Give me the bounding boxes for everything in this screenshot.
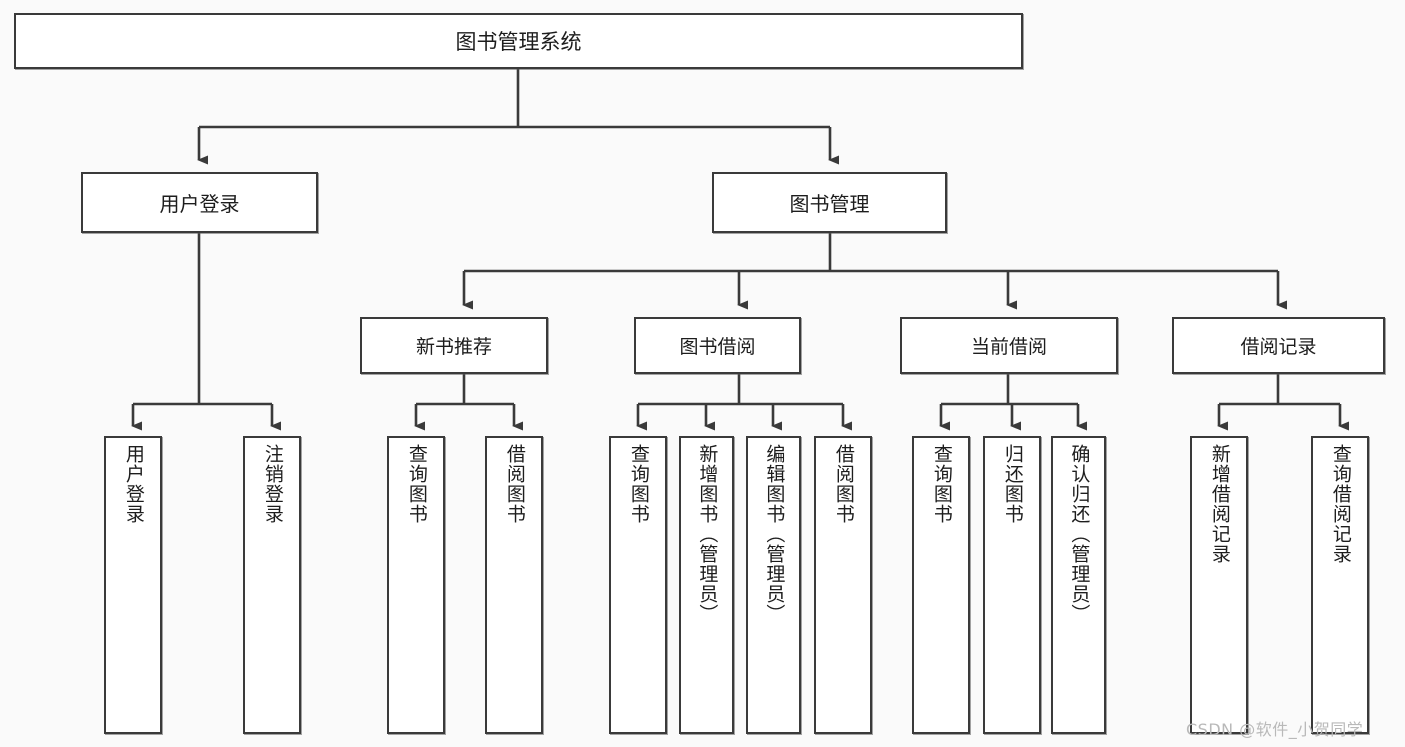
node-leaf-add-borrow-record[interactable]: 新增借阅记录 <box>1190 436 1248 734</box>
node-leaf-query-borrow-record-label: 查询借阅记录 <box>1329 444 1352 564</box>
node-book-manage-label: 图书管理 <box>789 192 870 216</box>
node-leaf-add-borrow-record-label: 新增借阅记录 <box>1208 444 1231 564</box>
node-root[interactable]: 图书管理系统 <box>14 13 1023 69</box>
node-borrow-record[interactable]: 借阅记录 <box>1172 317 1385 374</box>
csdn-watermark: CSDN @软件_小贺同学 <box>1186 720 1364 739</box>
node-leaf-logout-login-label: 注销登录 <box>261 444 284 524</box>
node-leaf-logout-login[interactable]: 注销登录 <box>243 436 301 734</box>
node-leaf-confirm-return-admin-label: 确认归还（管理员） <box>1068 444 1091 624</box>
node-new-book-recommend[interactable]: 新书推荐 <box>360 317 548 374</box>
node-current-borrow[interactable]: 当前借阅 <box>900 317 1118 374</box>
node-leaf-add-book-admin-label: 新增图书（管理员） <box>696 444 719 624</box>
node-leaf-edit-book-admin-label: 编辑图书（管理员） <box>763 444 786 624</box>
node-book-borrow-label: 图书借阅 <box>679 336 756 358</box>
node-leaf-query-book-2-label: 查询图书 <box>627 444 650 524</box>
node-leaf-query-book-3[interactable]: 查询图书 <box>912 436 970 734</box>
node-leaf-borrow-book-1-label: 借阅图书 <box>503 444 526 524</box>
node-borrow-record-label: 借阅记录 <box>1240 336 1317 358</box>
node-leaf-add-book-admin[interactable]: 新增图书（管理员） <box>679 436 734 734</box>
node-current-borrow-label: 当前借阅 <box>970 336 1047 358</box>
node-leaf-return-book[interactable]: 归还图书 <box>983 436 1041 734</box>
node-leaf-borrow-book-2-label: 借阅图书 <box>832 444 855 524</box>
node-leaf-query-book-2[interactable]: 查询图书 <box>609 436 667 734</box>
node-leaf-query-book-1-label: 查询图书 <box>405 444 428 524</box>
node-user-login-label: 用户登录 <box>159 192 240 216</box>
node-leaf-return-book-label: 归还图书 <box>1001 444 1024 524</box>
node-root-label: 图书管理系统 <box>455 30 582 54</box>
node-new-book-recommend-label: 新书推荐 <box>415 336 492 358</box>
node-leaf-edit-book-admin[interactable]: 编辑图书（管理员） <box>746 436 801 734</box>
node-leaf-user-login-label: 用户登录 <box>122 444 145 524</box>
node-leaf-user-login[interactable]: 用户登录 <box>104 436 162 734</box>
node-leaf-borrow-book-2[interactable]: 借阅图书 <box>814 436 872 734</box>
node-leaf-borrow-book-1[interactable]: 借阅图书 <box>485 436 543 734</box>
node-leaf-query-book-3-label: 查询图书 <box>930 444 953 524</box>
node-leaf-confirm-return-admin[interactable]: 确认归还（管理员） <box>1051 436 1106 734</box>
node-leaf-query-book-1[interactable]: 查询图书 <box>387 436 445 734</box>
node-book-borrow[interactable]: 图书借阅 <box>634 317 801 374</box>
node-user-login[interactable]: 用户登录 <box>81 172 318 233</box>
node-leaf-query-borrow-record[interactable]: 查询借阅记录 <box>1311 436 1369 734</box>
node-book-manage[interactable]: 图书管理 <box>712 172 947 233</box>
